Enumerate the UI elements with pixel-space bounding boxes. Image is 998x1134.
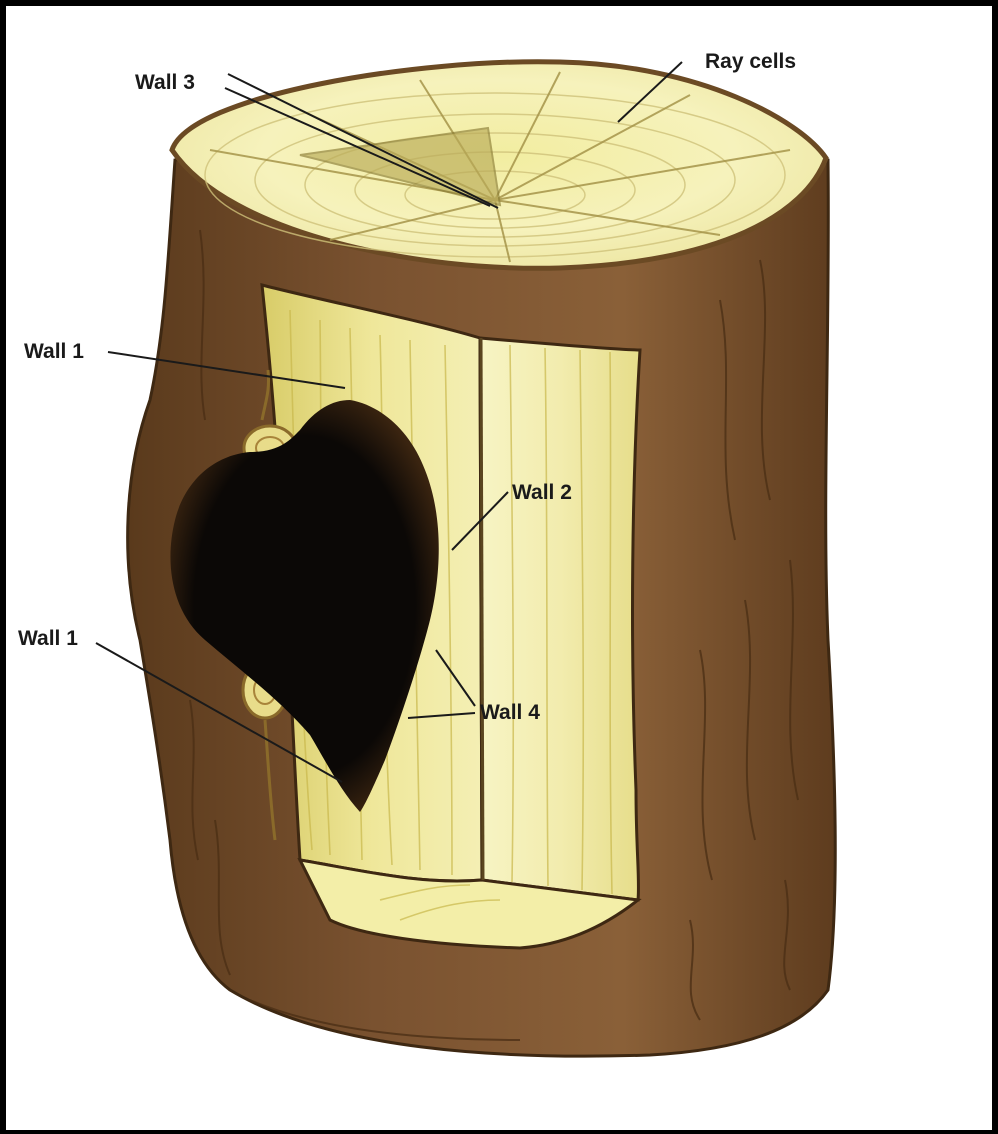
- label-wall1-upper: Wall 1: [24, 340, 84, 363]
- label-wall2: Wall 2: [512, 481, 572, 504]
- label-ray-cells: Ray cells: [705, 50, 796, 73]
- label-wall1-lower: Wall 1: [18, 627, 78, 650]
- cutaway-corner-edge: [481, 338, 483, 880]
- label-wall3: Wall 3: [135, 71, 195, 94]
- cutaway-right-face: [480, 338, 640, 900]
- label-wall4: Wall 4: [480, 701, 540, 724]
